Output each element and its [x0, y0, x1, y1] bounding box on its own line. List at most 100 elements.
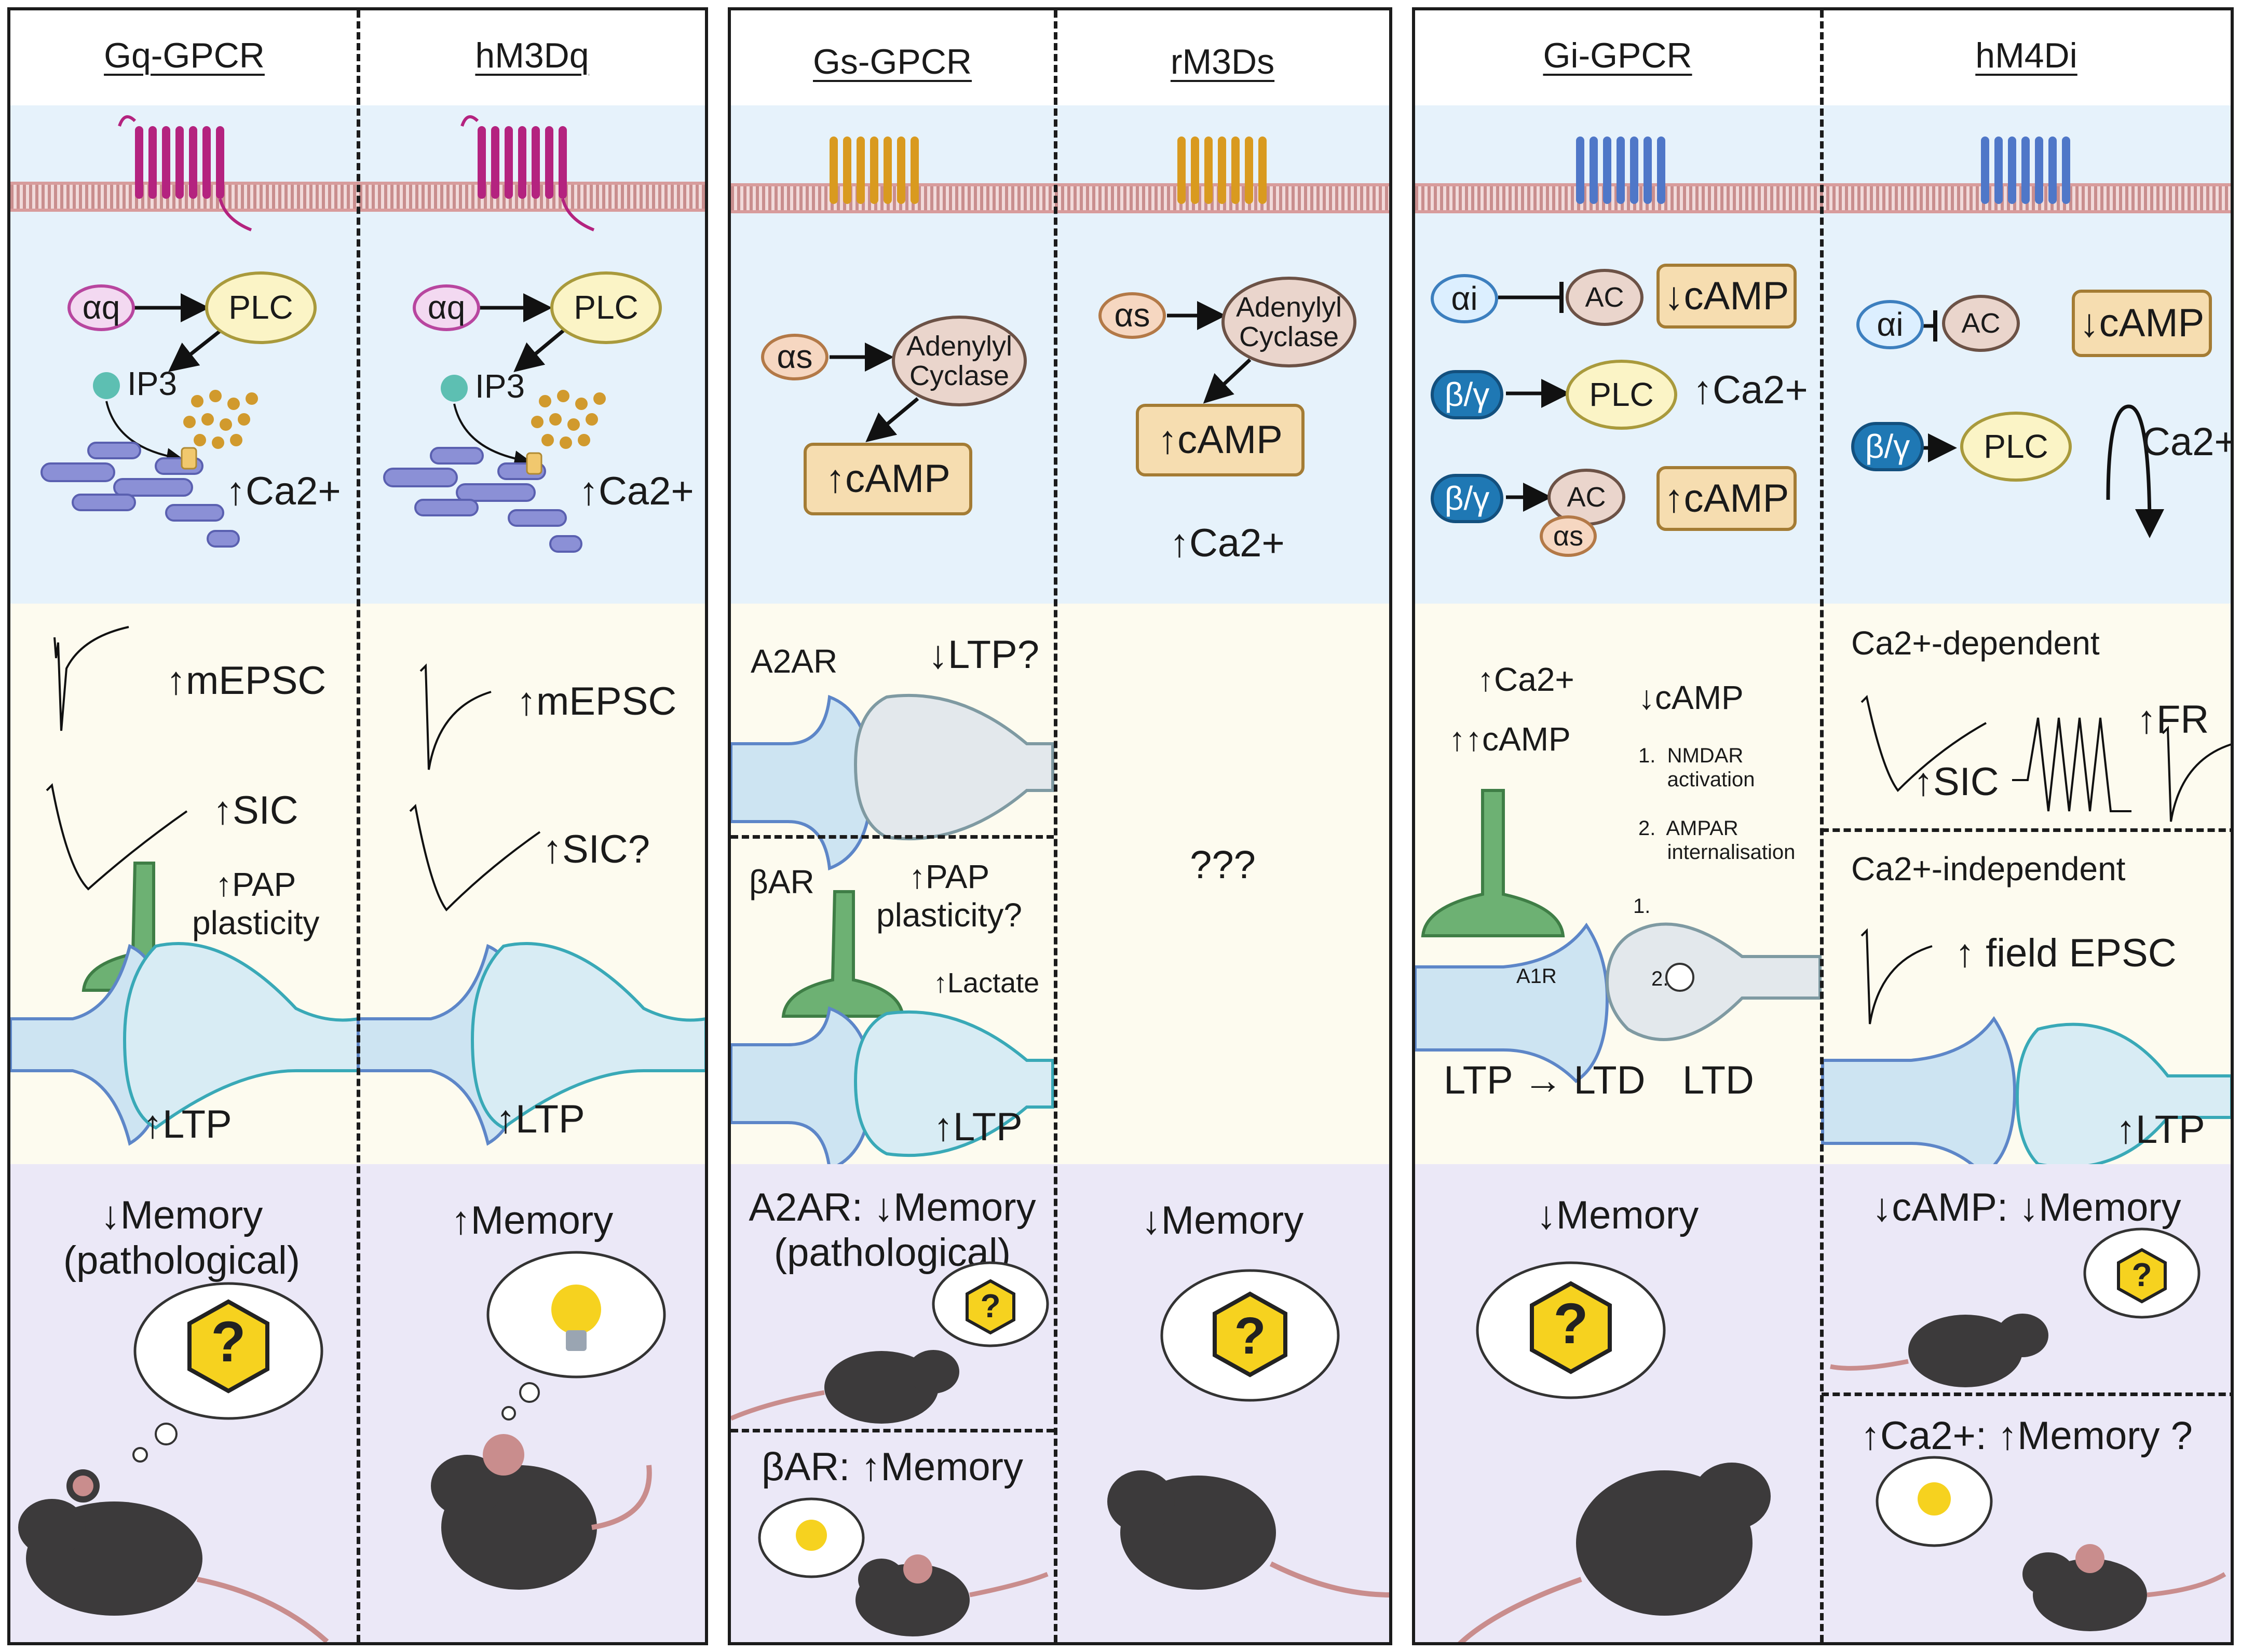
plc-node: PLC [205, 271, 317, 344]
firing-trace-icon [2012, 717, 2131, 812]
svg-text:?: ? [2131, 1256, 2152, 1293]
sic-trace-icon-r [409, 803, 541, 912]
ltp-label-gi: ↑LTP [2116, 1108, 2205, 1152]
camp-down-label: ↓cAMP [1638, 679, 1744, 716]
er-icon [40, 442, 240, 548]
field-epsc-label: ↑ field EPSC [1955, 931, 2177, 975]
header-rm3ds: rM3Ds [1170, 42, 1275, 81]
memory-label-gs-r: ↓Memory [1141, 1198, 1304, 1243]
ltd-label: LTD [1682, 1058, 1754, 1102]
memory-band-gs: A2AR: ↓Memory (pathological) βAR: ↑Memor… [731, 1164, 1389, 1642]
fr-label: ↑FR [2137, 698, 2209, 742]
lightbulb-icon-gi [1918, 1482, 1951, 1516]
rm3ds-receptor-icon [1177, 136, 1267, 204]
gs-synapse-graphics [731, 693, 1054, 1172]
postsynaptic-neuron-icon-r [470, 942, 705, 1130]
camp-node-r: ↑cAMP [1136, 404, 1305, 476]
postsynaptic-neuron-icon-gs [853, 693, 1054, 841]
postsynaptic-neuron-icon-gs2 [853, 1010, 1054, 1157]
signaling-band-gs: αs Adenylyl Cyclase ↑cAMP αs Adenylyl Cy… [731, 105, 1389, 607]
ampar-label: 2. AMPAR internalisation [1638, 817, 1796, 864]
memory-a2ar-label: A2AR: ↓Memory (pathological) [749, 1185, 1036, 1275]
header-gi-gpcr: Gi-GPCR [1543, 36, 1692, 75]
mark-2-label: 2. [1651, 967, 1669, 990]
camp-up-node: ↑cAMP [1656, 466, 1797, 531]
er-icon-r [383, 447, 582, 553]
camp-node-gi-r: ↓cAMP [2072, 290, 2212, 357]
lightbulb-icon-gs [796, 1520, 827, 1551]
header-gs-gpcr: Gs-GPCR [813, 42, 972, 81]
plc-node-gi: PLC [1566, 360, 1677, 430]
hm3dq-receptor-icon [460, 115, 595, 231]
presynaptic-neuron-icon-gi-r [1821, 1016, 2017, 1177]
memory-label: ↓Memory (pathological) [63, 1193, 301, 1283]
astrocyte-icon-gi [1421, 789, 1565, 937]
calcium-label: ↑Ca2+ [226, 469, 341, 513]
svg-text:?: ? [980, 1287, 1000, 1325]
ltp-label-r: ↑LTP [496, 1097, 585, 1141]
calcium-label-r: ↑Ca2+ [579, 469, 694, 513]
svg-text:?: ? [211, 1310, 246, 1374]
header-band-gs: Gs-GPCR rM3Ds [731, 10, 1389, 108]
camp-down-node: ↓cAMP [1656, 264, 1797, 329]
row-divider-gs-mem [731, 1429, 1054, 1432]
presynaptic-neuron-icon-gs [731, 694, 873, 871]
ip3-label-r: IP3 [475, 367, 525, 405]
cell-membrane-gs [731, 183, 1389, 213]
alpha-q-node-r: αq [413, 284, 480, 331]
mouse-icon-gi [1458, 1463, 1771, 1642]
memory-bar-label: βAR: ↑Memory [762, 1445, 1023, 1489]
calcium-label-gi2: ↑Ca2+ [1477, 661, 1574, 698]
gi-synapse-graphics [1415, 694, 2231, 1177]
calcium-label-gi-r: Ca2+ [2142, 420, 2234, 464]
calcium-transient-arrow-icon [2106, 404, 2164, 538]
question-hexagon-icon-gi-r [2117, 1248, 2167, 1304]
ltp-question-label: ↓LTP? [928, 633, 1040, 677]
mark-1-label: 1. [1633, 895, 1651, 918]
gi-receptor-icon [1576, 136, 1665, 204]
gs-signaling-graphics [830, 136, 1267, 442]
a1r-label: A1R [1516, 965, 1557, 988]
plc-node-gi-r: PLC [1960, 412, 2072, 482]
a2ar-label: A2AR [751, 643, 838, 680]
header-gq-gpcr: Gq-GPCR [104, 36, 265, 75]
beta-gamma-node-2: β/γ [1431, 474, 1503, 523]
gq-memory-graphics: ? [18, 1251, 666, 1642]
ltp-label-gs: ↑LTP [933, 1105, 1023, 1149]
ip3-dot-icon-r [441, 375, 468, 402]
pap-label-gs: ↑PAP plasticity? [876, 858, 1022, 934]
svg-text:?: ? [1234, 1307, 1266, 1365]
mouse-icon-gs-r [1107, 1470, 1389, 1598]
gs-receptor-icon [830, 136, 919, 204]
ltp-ltd-label: LTP → LTD [1444, 1058, 1646, 1102]
mouse-icon-gs [731, 1350, 959, 1424]
column-divider [357, 10, 360, 1642]
memory-label-gi: ↓Memory [1536, 1193, 1699, 1237]
row-divider-gi [1822, 828, 2231, 832]
question-hexagon-icon-gi [1530, 1281, 1612, 1374]
alpha-s-node: αs [761, 334, 829, 380]
bar-label: βAR [749, 863, 814, 900]
gq-synapse-graphics [10, 626, 705, 1146]
question-hexagon-icon-gs [966, 1279, 1015, 1335]
panel-gq: Gq-GPCR hM3Dq [7, 7, 708, 1645]
mepsc-label: ↑mEPSC [166, 659, 327, 703]
sic-label-gi: ↑SIC [1913, 760, 1999, 804]
camp-double-up-label: ↑↑cAMP [1449, 720, 1571, 758]
row-divider-gs [731, 835, 1054, 839]
sic-trace-icon-gi [1860, 694, 1987, 793]
mepsc-label-r: ↑mEPSC [517, 679, 677, 723]
mouse-icon [18, 1469, 329, 1642]
adenylyl-cyclase-node-r: Adenylyl Cyclase [1221, 277, 1356, 367]
calcium-dots-icon [183, 390, 258, 449]
lactate-label: ↑Lactate [933, 967, 1040, 999]
mouse-icon-r [431, 1434, 652, 1590]
ca-dependent-label: Ca2+-dependent [1851, 624, 2100, 662]
endosome-icon [1665, 963, 1694, 992]
ac-node-r: AC [1942, 295, 2020, 352]
mouse-icon-gs2 [855, 1554, 1049, 1636]
unknown-label: ??? [1190, 843, 1256, 887]
panel-gs: Gs-GPCR rM3Ds αs Adenylyl Cyclas [728, 7, 1392, 1645]
memory-camp-label: ↓cAMP: ↓Memory [1872, 1185, 2181, 1230]
ca-independent-label: Ca2+-independent [1851, 850, 2126, 888]
